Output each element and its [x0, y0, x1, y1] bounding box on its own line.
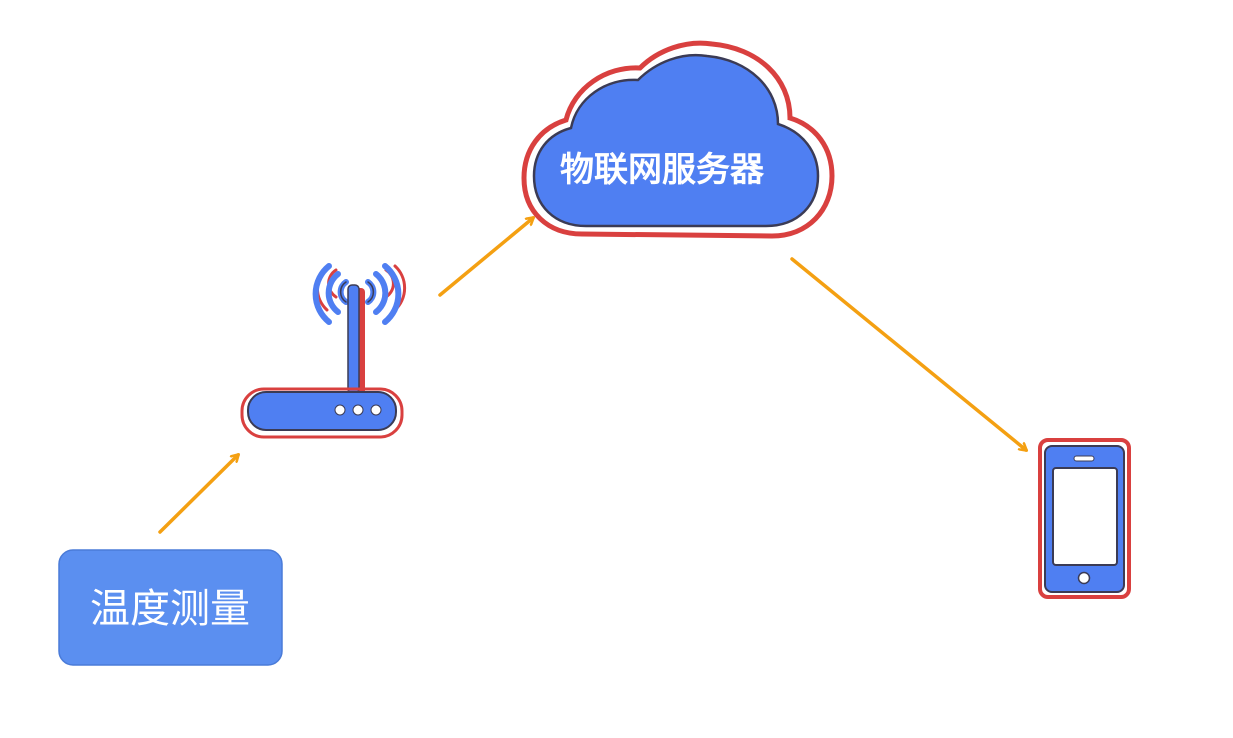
smartphone-icon	[1038, 438, 1131, 599]
arrows	[158, 218, 1026, 534]
sensor-node: 温度测量	[58, 549, 283, 666]
cloud-label: 物联网服务器	[560, 150, 765, 190]
arrow-sensor-to-router	[158, 455, 238, 534]
wifi-router-icon	[240, 263, 407, 439]
sensor-label: 温度测量	[90, 586, 250, 632]
sensor-box	[58, 549, 283, 666]
phone-outline-red	[1038, 438, 1131, 599]
cloud-node: 物联网服务器	[521, 40, 835, 239]
cloud-icon	[521, 40, 835, 239]
phone-home-button	[1077, 571, 1091, 585]
cloud-body	[532, 53, 820, 228]
phone-screen	[1052, 467, 1118, 566]
phone-speaker	[1073, 455, 1095, 462]
arrow-cloud-to-phone	[790, 257, 1026, 450]
cloud-outline-red	[521, 40, 835, 239]
arrow-router-to-cloud	[438, 218, 533, 297]
